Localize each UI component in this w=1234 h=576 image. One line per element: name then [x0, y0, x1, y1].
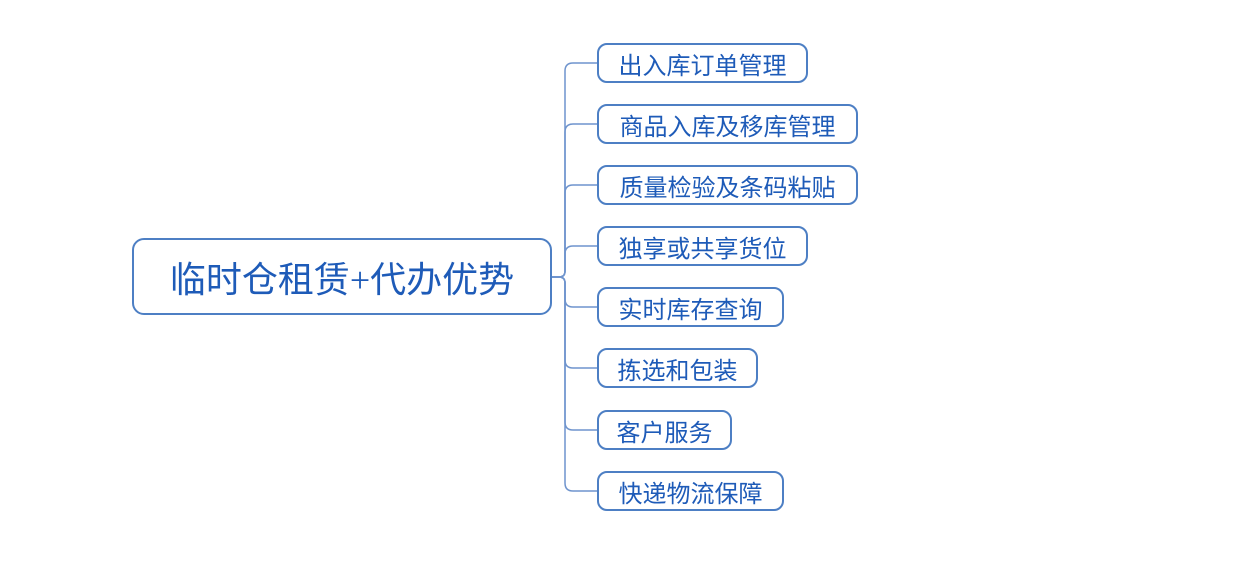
- node-label: 商品入库及移库管理: [619, 114, 836, 141]
- branch-line: [552, 123, 597, 278]
- node-label: 独享或共享货位: [618, 236, 787, 263]
- node-label: 实时库存查询: [618, 297, 763, 324]
- mindmap-node-quality-barcode[interactable]: 质量检验及条码粘贴: [597, 165, 858, 205]
- node-label: 出入库订单管理: [618, 53, 787, 80]
- mindmap-node-realtime-inventory[interactable]: 实时库存查询: [597, 287, 784, 327]
- branch-line: [552, 276, 597, 369]
- branch-line: [552, 276, 597, 431]
- branch-line: [552, 276, 597, 308]
- branch-line: [552, 184, 597, 278]
- branch-line: [552, 276, 597, 492]
- mindmap-node-express-logistics[interactable]: 快递物流保障: [597, 471, 784, 511]
- mindmap-node-shared-slots[interactable]: 独享或共享货位: [597, 226, 808, 266]
- node-label: 客户服务: [616, 420, 713, 447]
- mindmap-node-picking-packing[interactable]: 拣选和包装: [597, 348, 758, 388]
- node-label: 快递物流保障: [618, 481, 763, 508]
- branch-line: [552, 245, 597, 278]
- branch-line: [552, 62, 597, 278]
- mindmap-root-node[interactable]: 临时仓租赁+代办优势: [132, 238, 552, 315]
- mindmap-node-customer-service[interactable]: 客户服务: [597, 410, 732, 450]
- root-node-label: 临时仓租赁+代办优势: [169, 259, 515, 300]
- mindmap-node-inbound-relocation[interactable]: 商品入库及移库管理: [597, 104, 858, 144]
- node-label: 拣选和包装: [617, 358, 738, 385]
- node-label: 质量检验及条码粘贴: [619, 175, 836, 202]
- mindmap-node-inbound-outbound-orders[interactable]: 出入库订单管理: [597, 43, 808, 83]
